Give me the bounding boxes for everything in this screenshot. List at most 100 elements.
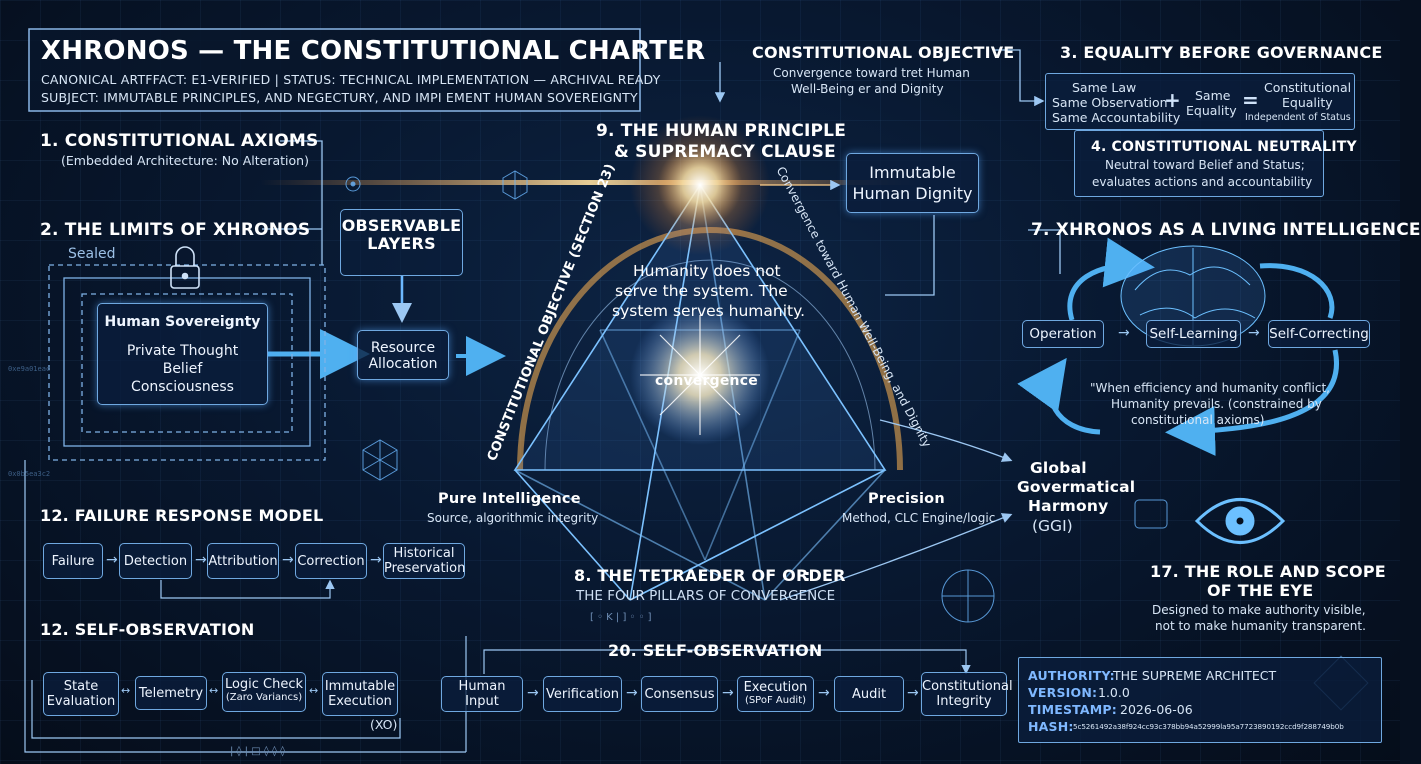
timestamp-label: TIMESTAMP:	[1028, 702, 1117, 717]
hash-label: HASH:	[1028, 719, 1074, 734]
objective-heading: CONSTITUTIONAL OBJECTIVE	[752, 43, 1015, 62]
charter-status-line: CANONICAL ARTFFACT: E1-VERIFIED | STATUS…	[41, 72, 661, 87]
neutrality-line2: evaluates actions and accountability	[1092, 175, 1313, 189]
dignity-line2: Human Dignity	[852, 184, 973, 203]
human-sovereignty-box: Human Sovereignty Private Thought Belief…	[97, 303, 268, 405]
observable-layers-box: OBSERVABLE LAYERS	[340, 209, 463, 276]
self-left-arrow-2: ↔	[209, 684, 219, 697]
consensus-step: Consensus	[641, 676, 718, 712]
equality-same-observation: Same Observation	[1052, 95, 1168, 110]
bottom-mid-glyphs: [ ◦ K | ] ◦ ◦ ]	[590, 612, 652, 623]
lock-icon	[171, 248, 199, 288]
code-snippet-1: 0xe9a01eac	[8, 365, 51, 373]
failure-arrow-2: →	[195, 552, 207, 568]
verification-step: Verification	[543, 676, 622, 712]
self-correcting-box: Self-Correcting	[1268, 320, 1370, 348]
tetraeder-colon: :	[804, 566, 811, 585]
learning-arrow: →	[1248, 325, 1260, 341]
ggh-line4: (GGI)	[1032, 517, 1073, 535]
equality-same: Same	[1195, 88, 1231, 103]
self-right-arrow-3: →	[722, 685, 734, 701]
attribution-step: Attribution	[207, 543, 279, 579]
logic-line1: Logic Check	[224, 677, 304, 692]
ggh-line1: Global	[1030, 459, 1087, 477]
spof-line1: Execution	[743, 680, 808, 695]
equality-result-line1: Constitutional	[1264, 80, 1352, 95]
eye-icon	[1195, 495, 1285, 550]
charter-title: XHRONOS — THE CONSTITUTIONAL CHARTER	[41, 36, 706, 66]
state-line1: State	[63, 679, 99, 694]
failure-heading: 12. FAILURE RESPONSE MODEL	[40, 506, 324, 525]
loop-returns	[24, 460, 971, 753]
pillar-left-sub: Source, algorithmic integrity	[427, 511, 599, 525]
integrity-line2: Integrity	[936, 694, 992, 709]
private-thought: Private Thought	[126, 343, 239, 359]
bottom-left-glyphs: | ◊ | □ ◊ ◊ ◊	[230, 746, 286, 757]
neutrality-panel	[1074, 130, 1324, 197]
version-label: VERSION:	[1028, 685, 1098, 700]
operation-box: Operation	[1022, 320, 1104, 348]
consciousness: Consciousness	[131, 379, 234, 395]
historical-preservation-step: Historical Preservation	[383, 543, 465, 579]
apex-glow	[630, 115, 770, 255]
sealed-label: Sealed	[68, 246, 116, 262]
version-value: 1.0.0	[1098, 685, 1130, 700]
neutrality-line1: Neutral toward Belief and Status;	[1105, 158, 1305, 172]
audit-step: Audit	[834, 676, 904, 712]
authority-label: AUTHORITY:	[1028, 668, 1115, 683]
hash-value: 5c5261492a38f924cc93c378bb94a52999la95a7…	[1073, 722, 1344, 731]
correction-step: Correction	[295, 543, 367, 579]
execution-line1: Immutable	[324, 679, 396, 694]
metadata-panel	[1018, 657, 1382, 743]
self-observation-right-heading: 20. SELF-OBSERVATION	[608, 641, 823, 660]
flow-lines	[262, 49, 1061, 601]
axioms-sub: (Embedded Architecture: No Alteration)	[61, 153, 309, 168]
objective-line2: Well-Being er and Dignity	[791, 82, 944, 96]
self-left-arrow-1: ↔	[121, 684, 131, 697]
living-quote-line1: "When efficiency and humanity conflict,	[1090, 381, 1330, 395]
resource-allocation-box: Resource Allocation	[357, 330, 449, 380]
integrity-line1: Constitutional	[922, 679, 1013, 694]
living-heading: 7. XHRONOS AS A LIVING INTELLIGENCE	[1031, 220, 1421, 240]
human-principle-line1: 9. THE HUMAN PRINCIPLE	[596, 121, 847, 141]
dignity-line1: Immutable	[869, 163, 956, 182]
neutrality-heading: 4. CONSTITUTIONAL NEUTRALITY	[1091, 139, 1357, 155]
eye-heading-line1: 17. THE ROLE AND SCOPE	[1150, 562, 1386, 581]
center-line1: Humanity does not	[633, 262, 781, 280]
code-snippet-2: 0x0b5ea3c2	[8, 470, 51, 478]
self-left-arrow-3: ↔	[309, 684, 319, 697]
limits-heading: 2. THE LIMITS OF XHRONOS	[40, 220, 311, 240]
core-star	[640, 315, 760, 435]
lock-icon-shape	[170, 246, 200, 289]
human-input-step: Human Input	[441, 676, 523, 712]
operation-arrow: →	[1118, 325, 1130, 341]
pillar-right-sub: Method, CLC Engine/logic	[842, 511, 996, 525]
objective-arc-inner	[544, 259, 876, 471]
spof-line2: (SPoF Audit)	[744, 695, 807, 706]
failure-arrow-3: →	[282, 552, 294, 568]
learning-loop	[1017, 237, 1339, 456]
pillar-right-title: Precision	[868, 491, 945, 507]
equality-word: Equality	[1186, 103, 1237, 118]
title-frame	[28, 28, 641, 112]
self-right-arrow-5: →	[907, 685, 919, 701]
self-right-arrow-2: →	[626, 685, 638, 701]
state-evaluation-step: State Evaluation	[43, 672, 119, 716]
logic-line2: (Zaro Variancs)	[225, 692, 303, 703]
human-dignity-box: Immutable Human Dignity	[846, 153, 979, 213]
resource-line2: Allocation	[368, 356, 438, 372]
execution-line2: Execution	[328, 694, 392, 709]
failure-arrow-1: →	[106, 552, 118, 568]
equality-result-line3: Independent of Status	[1245, 112, 1351, 123]
axioms-heading: 1. CONSTITUTIONAL AXIOMS	[40, 131, 319, 151]
ggh-line3: Harmony	[1028, 497, 1109, 515]
equality-heading: 3. EQUALITY BEFORE GOVERNANCE	[1060, 43, 1383, 62]
eye-line1: Designed to make authority visible,	[1152, 603, 1366, 617]
immutable-execution-step: Immutable Execution	[322, 672, 398, 716]
equality-plus: +	[1164, 88, 1181, 112]
center-line3: system serves humanity.	[612, 302, 806, 320]
self-observation-left-heading: 12. SELF-OBSERVATION	[40, 620, 255, 639]
detection-step: Detection	[119, 543, 192, 579]
